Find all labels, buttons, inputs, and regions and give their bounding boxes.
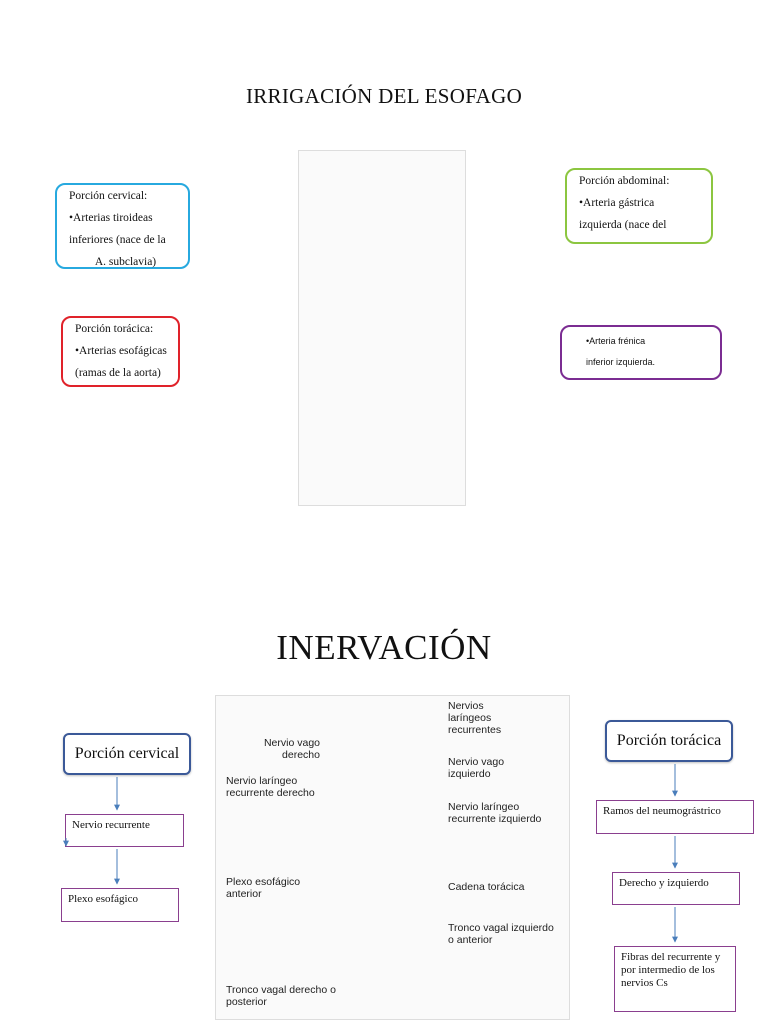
irrigation-cervical-line1: •Arterias tiroideas <box>69 212 153 224</box>
esophagus-innervation-illustration <box>215 695 570 1020</box>
label-left-vagal-trunk: Tronco vagal izquierdo o anterior <box>448 922 554 946</box>
cervical-step-recurrent-nerve: Nervio recurrente <box>65 814 184 847</box>
irrigation-phrenic-box: •Arteria frénica inferior izquierda. <box>560 325 722 380</box>
irrigation-abdominal-box: Porción abdominal: •Arteria gástrica izq… <box>565 168 713 244</box>
innervation-cervical-header: Porción cervical <box>63 733 191 775</box>
irrigation-abdominal-line1: •Arteria gástrica <box>579 197 655 209</box>
irrigation-thoracic-line1: •Arterias esofágicas <box>75 345 167 357</box>
irrigation-thoracic-heading: Porción torácica: <box>75 323 154 335</box>
cervical-step-esophageal-plexus: Plexo esofágico <box>61 888 179 922</box>
label-left-vagus: Nervio vago izquierdo <box>448 756 505 780</box>
irrigation-abdominal-heading: Porción abdominal: <box>579 175 670 187</box>
irrigation-abdominal-line2: izquierda (nace del <box>579 219 667 231</box>
irrigation-cervical-line2: inferiores (nace de la <box>69 234 166 246</box>
irrigation-cervical-box: Porción cervical: •Arterias tiroideas in… <box>55 183 190 269</box>
irrigation-title: IRRIGACIÓN DEL ESOFAGO <box>245 84 523 108</box>
thoracic-step-right-left: Derecho y izquierdo <box>612 872 740 905</box>
label-anterior-plexus: Plexo esofágico anterior <box>226 876 301 900</box>
label-left-recurrent: Nervio laríngeo recurrente izquierdo <box>448 801 542 825</box>
label-right-vagus: Nervio vago derecho <box>263 737 320 761</box>
esophagus-irrigation-illustration <box>298 150 466 506</box>
label-right-recurrent: Nervio laríngeo recurrente derecho <box>226 775 315 799</box>
irrigation-thoracic-line2: (ramas de la aorta) <box>75 367 161 379</box>
label-thoracic-chain: Cadena torácica <box>448 881 525 893</box>
irrigation-cervical-heading: Porción cervical: <box>69 190 148 202</box>
label-laryngeal-recurrent: Nervios laríngeos recurrentes <box>448 700 502 736</box>
innervation-title: INERVACIÓN <box>276 628 492 667</box>
innervation-thoracic-header: Porción torácica <box>605 720 733 762</box>
irrigation-cervical-line3: A. subclavia) <box>94 256 157 268</box>
thoracic-step-vagus-branches: Ramos del neumográstrico <box>596 800 754 834</box>
thoracic-step-recurrent-fibers: Fibras del recurrente y por intermedio d… <box>614 946 736 1012</box>
irrigation-phrenic-line1: •Arteria frénica <box>586 336 646 346</box>
irrigation-thoracic-box: Porción torácica: •Arterias esofágicas (… <box>61 316 180 387</box>
label-right-vagal-trunk: Tronco vagal derecho o posterior <box>226 984 336 1008</box>
irrigation-phrenic-line2: inferior izquierda. <box>586 357 656 367</box>
